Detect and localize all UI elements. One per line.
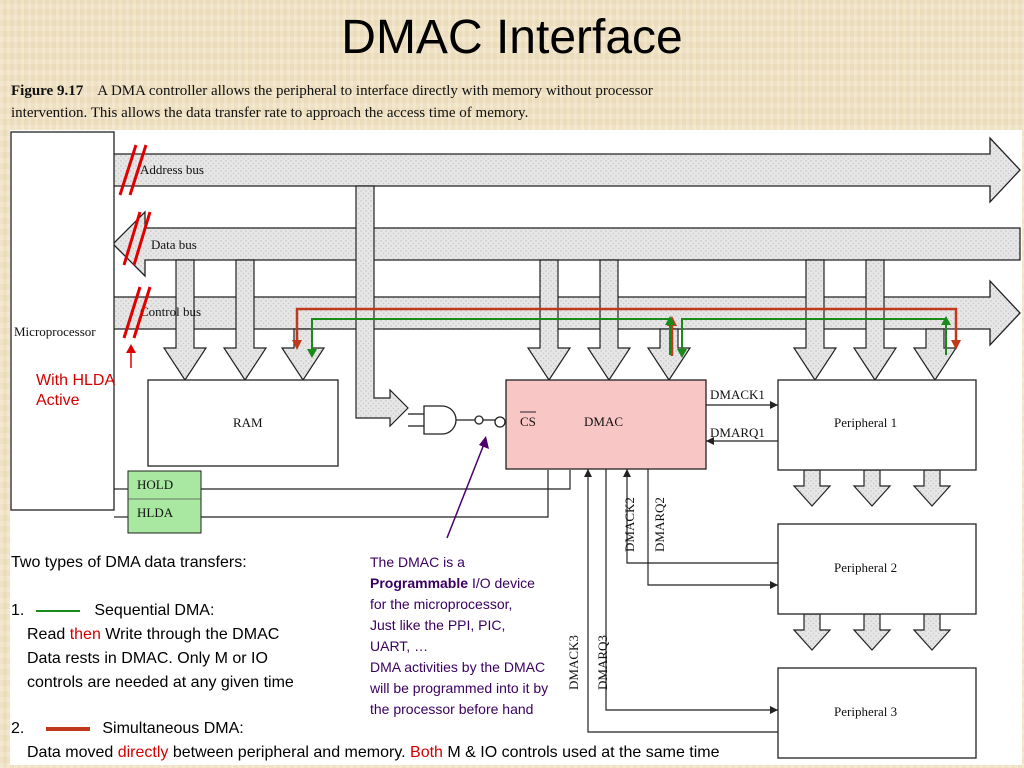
ram-block: [147, 379, 339, 467]
peripheral-1-block: [777, 379, 977, 471]
dmac-note-line-2: Programmable I/O device: [370, 573, 580, 594]
peripheral-1-label: Peripheral 1: [834, 415, 897, 430]
cs-label: CS: [520, 414, 536, 429]
hlda-note-line-2: Active: [36, 392, 80, 409]
sim-post: M & IO controls used at the same time: [447, 744, 720, 761]
sequential-legend-line: [36, 609, 81, 612]
hold-hlda-box: [127, 470, 202, 534]
dmarq2-label: DMARQ2: [652, 497, 667, 552]
seq-then: then: [69, 626, 101, 643]
dma-handshake-lines: [587, 404, 778, 733]
address-bus-label: Address bus: [140, 162, 204, 177]
hlda-note: With HLDA Active: [36, 371, 115, 411]
hlda-note-line-1: With HLDA: [36, 372, 116, 389]
sequential-number: 1.: [11, 602, 25, 619]
seq-read: Read: [27, 626, 66, 643]
dmac-note-line-1: The DMAC is a: [370, 554, 465, 570]
control-bus-label: Control bus: [140, 304, 201, 319]
dmac-note-device: I/O device: [471, 575, 535, 591]
gate-output-node: [494, 416, 506, 428]
peripheral-2-block: [777, 523, 977, 615]
hold-label: HOLD: [137, 477, 173, 492]
peripheral-3-label: Peripheral 3: [834, 704, 897, 719]
sim-both: Both: [410, 744, 443, 761]
dma-types-block: Two types of DMA data transfers: 1. Seque…: [11, 551, 294, 695]
dmac-note-line-6: DMA activities by the DMAC: [370, 659, 546, 675]
sequential-line-3: controls are needed at any given time: [27, 674, 294, 691]
figure-label: Figure 9.17: [11, 83, 84, 99]
slide-title: DMAC Interface: [341, 11, 683, 64]
sim-pre: Data moved: [27, 744, 114, 761]
sequential-title: Sequential DMA:: [94, 602, 215, 619]
dmac-note-line-7: will be programmed into it by: [370, 680, 549, 696]
cs-pointer-arrow: [446, 436, 489, 539]
simultaneous-legend-line: [46, 726, 91, 731]
simultaneous-line: Data moved directly between peripheral a…: [11, 741, 720, 765]
sim-directly: directly: [117, 744, 169, 761]
microprocessor-block: [10, 131, 115, 511]
dmac-note-line-3: for the microprocessor,: [370, 596, 513, 612]
hlda-label: HLDA: [137, 505, 174, 520]
dmac-note-bold: Programmable: [370, 575, 469, 591]
types-heading: Two types of DMA data transfers:: [11, 554, 247, 571]
simultaneous-number: 2.: [11, 720, 25, 737]
sequential-line-1: Read then Write through the DMAC: [11, 623, 294, 647]
simultaneous-heading: 2. Simultaneous DMA:: [11, 717, 720, 741]
dmack2-label: DMACK2: [622, 497, 637, 552]
dmack1-label: DMACK1: [710, 387, 765, 402]
control-bus: [112, 279, 1021, 347]
figure-caption-text: A DMA controller allows the peripheral t…: [11, 83, 653, 121]
peripheral-2-label: Peripheral 2: [834, 560, 897, 575]
sequential-control-path: [307, 316, 951, 358]
dmac-label: DMAC: [584, 414, 623, 429]
dmarq1-label: DMARQ1: [710, 425, 765, 440]
sim-mid: between peripheral and memory.: [172, 744, 406, 761]
dmac-note: The DMAC is a Programmable I/O device fo…: [370, 552, 580, 720]
microprocessor-label: Microprocessor: [14, 324, 96, 339]
sequential-line-2: Data rests in DMAC. Only M or IO: [27, 650, 268, 667]
bus-break-marks: [118, 144, 152, 339]
address-bus: [112, 136, 1021, 204]
sequential-heading: 1. Sequential DMA:: [11, 599, 294, 623]
dmac-note-line-8: the processor before hand: [370, 701, 534, 717]
peripheral-3-block: [777, 667, 977, 759]
seq-write: Write through the DMAC: [105, 626, 280, 643]
dmarq3-label: DMARQ3: [595, 635, 610, 690]
hold-hlda-lines: [114, 470, 571, 518]
dmack3-label: DMACK3: [566, 635, 581, 690]
nand-gate: [408, 405, 497, 435]
simultaneous-title: Simultaneous DMA:: [102, 720, 244, 737]
data-bus-label: Data bus: [151, 237, 197, 252]
hlda-pointer-arrow: [126, 344, 136, 368]
dmac-note-line-5: UART, …: [370, 638, 429, 654]
dmac-block: [505, 379, 707, 470]
simultaneous-block: 2. Simultaneous DMA: Data moved directly …: [11, 717, 720, 765]
dma-handshake-arrowheads: [584, 401, 778, 714]
ram-label: RAM: [233, 415, 263, 430]
dmac-note-line-4: Just like the PPI, PIC,: [370, 617, 506, 633]
